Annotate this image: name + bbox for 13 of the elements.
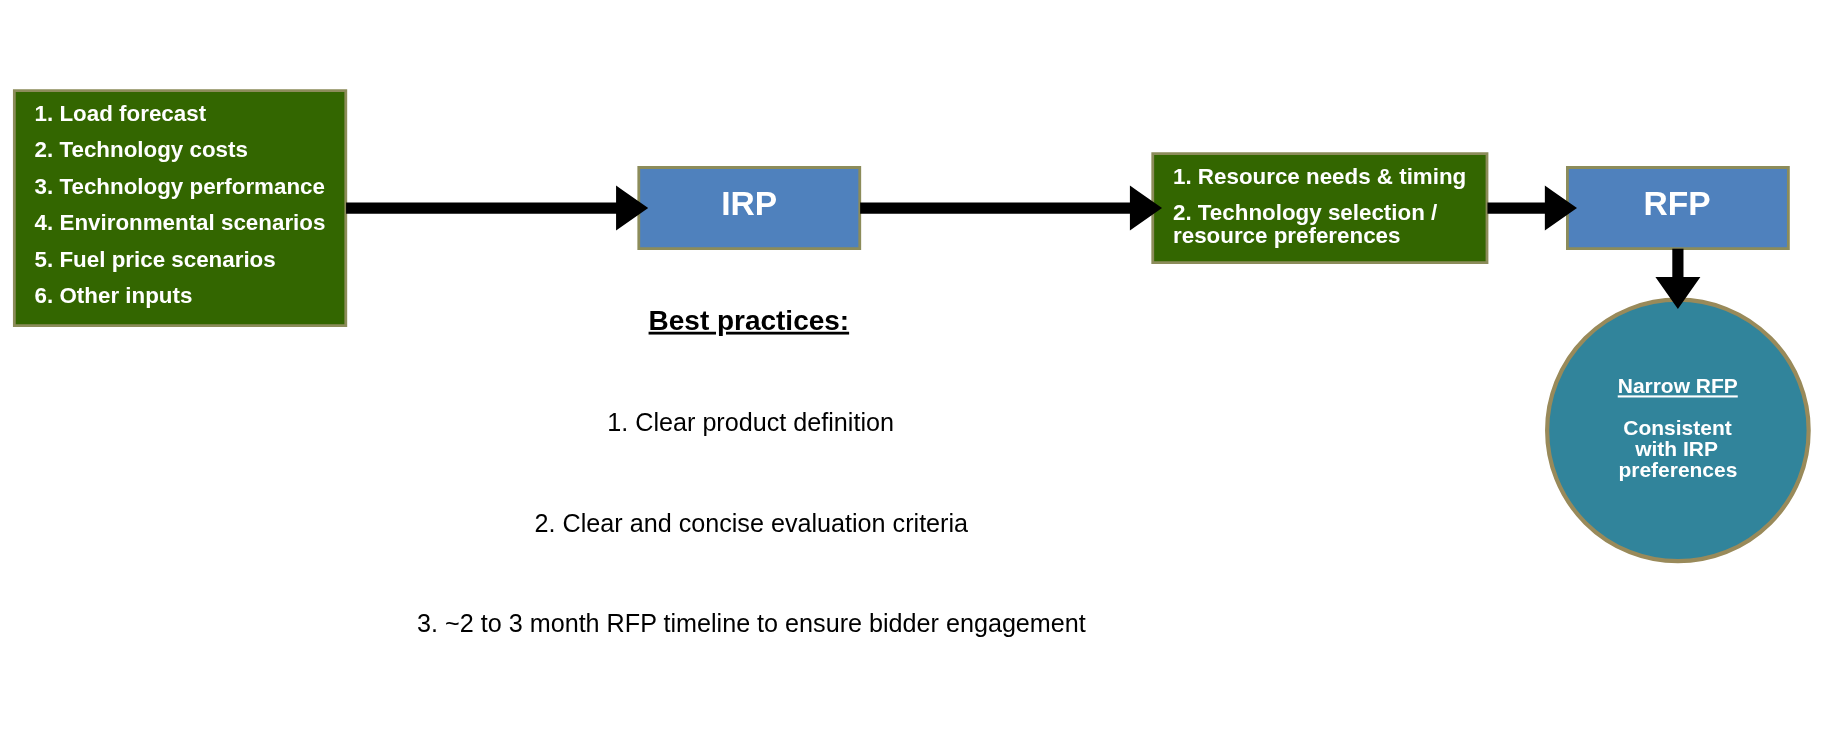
label: 1. Clear product definition xyxy=(607,408,894,436)
node-circle: Narrow RFP Consistent with IRP preferences xyxy=(1545,297,1811,564)
label: Best practices: xyxy=(648,304,850,336)
label: 3. ~2 to 3 month RFP timeline to ensure bidder engagement xyxy=(417,609,1086,638)
arrow xyxy=(1487,185,1577,231)
arrow xyxy=(1655,248,1701,310)
arrow xyxy=(346,185,649,231)
node-box: 1. Resource needs & timing 2. Technology selection / resource preferences xyxy=(1151,152,1489,264)
node-box: IRP xyxy=(637,166,862,251)
node-box: 1. Load forecast 2. Technology costs 3. Technology performance 4. Environmental scenarios 5. Fuel price scenarios 6. Other inputs xyxy=(12,89,348,327)
label: 2. Clear and concise evaluation criteria xyxy=(534,508,969,537)
node-box: RFP xyxy=(1566,166,1790,251)
arrow xyxy=(860,185,1163,231)
